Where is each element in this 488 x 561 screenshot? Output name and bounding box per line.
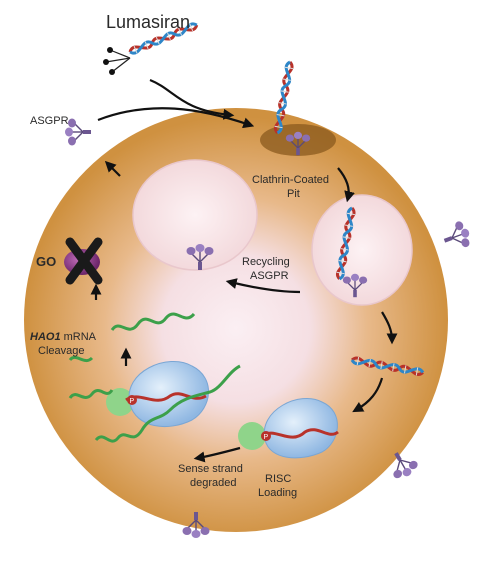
clathrin-label: Clathrin-Coated [252, 174, 329, 186]
phosphate-marker: P [264, 434, 269, 441]
mrna-strand-icon [94, 364, 241, 443]
risc-complex-icon: P [238, 397, 339, 459]
phosphate-marker: P [130, 398, 135, 405]
risc-mrna-complex-icon: P [106, 361, 209, 427]
pathway-arrow-icon [149, 78, 235, 120]
pathway-arrow-icon [97, 107, 255, 129]
lumasiran-title: Lumasiran [106, 12, 190, 32]
cross-icon [65, 237, 103, 285]
asgpr-label: ASGPR [30, 115, 69, 127]
endosome-vesicle [311, 194, 413, 306]
recycling-vesicle [132, 159, 258, 271]
pathway-arrow-icon [381, 311, 398, 345]
galnac-ligand-icon [103, 47, 131, 75]
pathway-arrow-icon [104, 160, 121, 177]
sense-strand-label: Sense strand [178, 463, 243, 475]
mrna-strand-icon [68, 389, 114, 399]
pathway-arrow-icon [225, 278, 301, 294]
hao1-label: HAO1 mRNA [30, 331, 97, 343]
asgpr-receptor-icon [64, 117, 92, 147]
pathway-arrow-icon [352, 377, 384, 413]
asgpr-receptor-icon [439, 218, 475, 255]
cleavage-label: Cleavage [38, 345, 84, 357]
pathway-arrow-icon [337, 167, 355, 203]
risc-loading-label: Loading [258, 487, 297, 499]
mrna-fragment-icon [110, 312, 196, 332]
clathrin-pit-label: Pit [287, 188, 300, 200]
mrna-strand-icon [68, 355, 94, 363]
recycling-label: Recycling [242, 256, 290, 268]
risc-label: RISC [265, 473, 291, 485]
degraded-label: degraded [190, 477, 237, 489]
pathway-arrow-icon [193, 446, 241, 463]
recycling-asgpr-label: ASGPR [250, 270, 289, 282]
go-label: GO [36, 254, 56, 269]
